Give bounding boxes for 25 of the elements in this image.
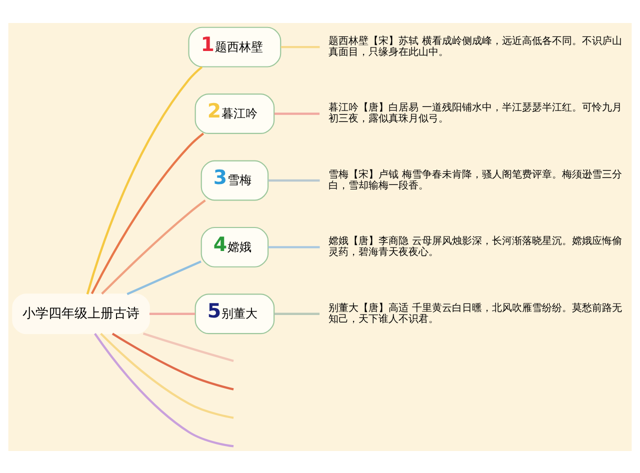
node-text: 别董大【唐】高适 千里黄云白日曛，北风吹雁雪纷纷。莫愁前路无知己，天下谁人不识君。 — [328, 302, 622, 324]
node-box: 3 雪梅 — [200, 160, 269, 200]
node-text: 暮江吟【唐】白居易 一道残阳铺水中，半江瑟瑟半江红。可怜九月初三夜，露似真珠月似弓。 — [328, 102, 622, 124]
connector — [126, 260, 202, 295]
connector — [268, 178, 320, 182]
connector — [274, 112, 320, 114]
node-box: 2暮江吟 — [194, 93, 275, 134]
node-box: 5别董大 — [194, 293, 275, 334]
connector — [268, 246, 320, 248]
node-box: 1题西林壁 — [188, 26, 282, 67]
connector — [112, 332, 234, 390]
connector — [101, 199, 206, 294]
node-text: 嫦娥【唐】李商隐 云母屏风烛影深，长河渐落晓星沉。嫦娥应悔偷灵药，碧海青天夜夜心。 — [328, 236, 622, 258]
connector — [90, 132, 204, 294]
connector — [86, 66, 203, 294]
node-box: 小学四年级上册古诗 — [12, 293, 150, 334]
node-box: 4嫦娥 — [200, 226, 269, 267]
node-text: 雪梅【宋】卢钺 梅雪争春未肯降，骚人阁笔费评章。梅须逊雪三分白，雪却输梅一段香。 — [328, 168, 622, 191]
connector — [274, 312, 320, 314]
connector — [94, 332, 234, 447]
connector — [142, 332, 234, 362]
connector — [100, 332, 234, 418]
connector — [280, 45, 320, 48]
connector — [149, 312, 196, 314]
node-text: 题西林壁【宋】苏轼 横看成岭侧成峰，远近高低各不同。不识庐山真面目，只缘身在此山中。 — [328, 36, 622, 58]
